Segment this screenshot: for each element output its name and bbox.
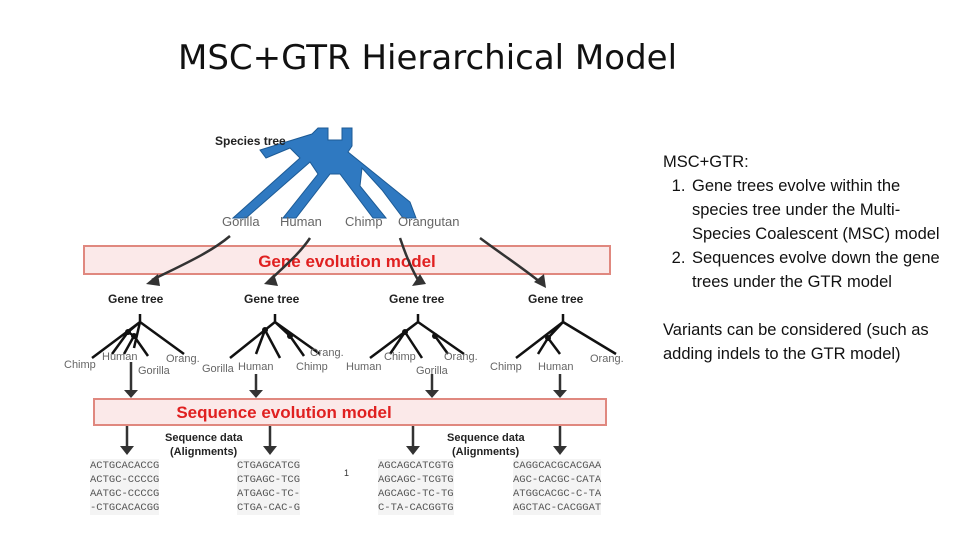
description-item-2: Sequences evolve down the gene trees und…	[690, 246, 943, 294]
gene-tree-label-1: Gene tree	[108, 292, 164, 306]
alignment-row: -CTGCACACGG	[90, 502, 160, 514]
alignment-row: ACTGC-CCCCG	[90, 474, 160, 486]
tip-t2-orang: Orang.	[310, 347, 344, 359]
tip-t2-chimp: Chimp	[296, 361, 328, 373]
alignment-block-2: CTGAGCATCG CTGAGC-TCG ATGAGC-TC- CTGA-CAC-G	[237, 459, 301, 515]
tip-t3-chimp: Chimp	[384, 351, 416, 363]
tip-t3-orang: Orang.	[444, 351, 478, 363]
alignment-row: AGCAGC-TCGTG	[378, 474, 454, 486]
tip-t2-gorilla: Gorilla	[202, 363, 235, 375]
alignment-row: AGCAGC-TC-TG	[378, 488, 454, 500]
gene-tree-tips: Chimp Human Orang. Gorilla Gorilla Human…	[64, 347, 624, 377]
sequence-evolution-band	[93, 398, 607, 426]
gene-trees	[91, 314, 617, 359]
sequence-data-label-left-1: Sequence data	[165, 432, 244, 444]
species-tree	[231, 127, 417, 219]
sequence-evolution-label: Sequence evolution model	[176, 403, 391, 422]
alignment-block-3: AGCAGCATCGTG AGCAGC-TCGTG AGCAGC-TC-TG C-TA…	[378, 459, 454, 515]
tip-t1-orang: Orang.	[166, 353, 200, 365]
alignment-row: AGCAGCATCGTG	[378, 460, 454, 472]
tip-t2-human: Human	[238, 361, 273, 373]
tree-to-sequence-arrowheads	[124, 390, 567, 398]
sequence-arrowheads	[120, 446, 567, 455]
tip-t3-human: Human	[346, 361, 381, 373]
alignment-row: AGCTAC-CACGGAT	[513, 502, 602, 514]
alignment-block-1: ACTGCACACCG ACTGC-CCCCG AATGC-CCCCG -CTGCAC…	[90, 459, 160, 515]
sequence-data-label-left-2: (Alignments)	[170, 446, 238, 458]
description-heading: MSC+GTR:	[663, 153, 749, 171]
alignment-row: ATGAGC-TC-	[237, 488, 301, 500]
tip-t1-human: Human	[102, 351, 137, 363]
gene-tree-label-2: Gene tree	[244, 292, 300, 306]
sequence-data-label-right-1: Sequence data	[447, 432, 526, 444]
alignment-row: CTGAGCATCG	[237, 460, 301, 472]
variants-note: Variants can be considered (such as addi…	[663, 321, 929, 363]
tip-t4-human: Human	[538, 361, 573, 373]
alignment-row: AATGC-CCCCG	[90, 488, 160, 500]
tree-to-sequence-arrows	[129, 362, 562, 392]
tip-t4-orang: Orang.	[590, 353, 624, 365]
alignment-row: ATGGCACGC-C-TA	[513, 488, 602, 500]
gene-evolution-label: Gene evolution model	[258, 252, 436, 271]
tip-t4-chimp: Chimp	[490, 361, 522, 373]
alignment-row: ACTGCACACCG	[90, 460, 160, 472]
alignment-row: AGC-CACGC-CATA	[513, 474, 602, 486]
species-label-gorilla: Gorilla	[222, 214, 260, 229]
description-item-1: Gene trees evolve within the species tre…	[690, 174, 943, 246]
alignment-block-4: CAGGCACGCACGAA AGC-CACGC-CATA ATGGCACGC-C-…	[513, 459, 602, 515]
gene-tree-label-3: Gene tree	[389, 292, 445, 306]
species-tree-label: Species tree	[215, 134, 286, 148]
sequence-data-label-right-2: (Alignments)	[452, 446, 520, 458]
gene-tree-nodes	[125, 327, 551, 341]
description-panel: MSC+GTR: Gene trees evolve within the sp…	[663, 150, 943, 366]
species-label-orangutan: Orangutan	[398, 214, 459, 229]
species-label-human: Human	[280, 214, 322, 229]
alignment-row: CTGA-CAC-G	[237, 502, 301, 514]
page-marker: 1	[344, 468, 349, 478]
alignment-row: CTGAGC-TCG	[237, 474, 301, 486]
tip-t1-gorilla: Gorilla	[138, 365, 171, 377]
figure-svg: Species tree Gorilla Human Chimp Orangut…	[64, 127, 624, 478]
tip-t1-chimp: Chimp	[64, 359, 96, 371]
alignment-row: CAGGCACGCACGAA	[513, 460, 602, 472]
hierarchical-model-figure: Species tree Gorilla Human Chimp Orangut…	[60, 118, 640, 528]
alignment-row: C-TA-CACGGTG	[378, 502, 454, 514]
slide-title: MSC+GTR Hierarchical Model	[178, 38, 678, 78]
sequence-data-labels: Sequence data (Alignments) Sequence data…	[165, 432, 526, 458]
sequence-arrows	[125, 426, 562, 448]
tip-t3-gorilla: Gorilla	[416, 365, 449, 377]
description-list: Gene trees evolve within the species tre…	[663, 174, 943, 294]
gene-tree-label-4: Gene tree	[528, 292, 584, 306]
gene-arrowheads	[146, 274, 546, 288]
species-label-chimp: Chimp	[345, 214, 383, 229]
